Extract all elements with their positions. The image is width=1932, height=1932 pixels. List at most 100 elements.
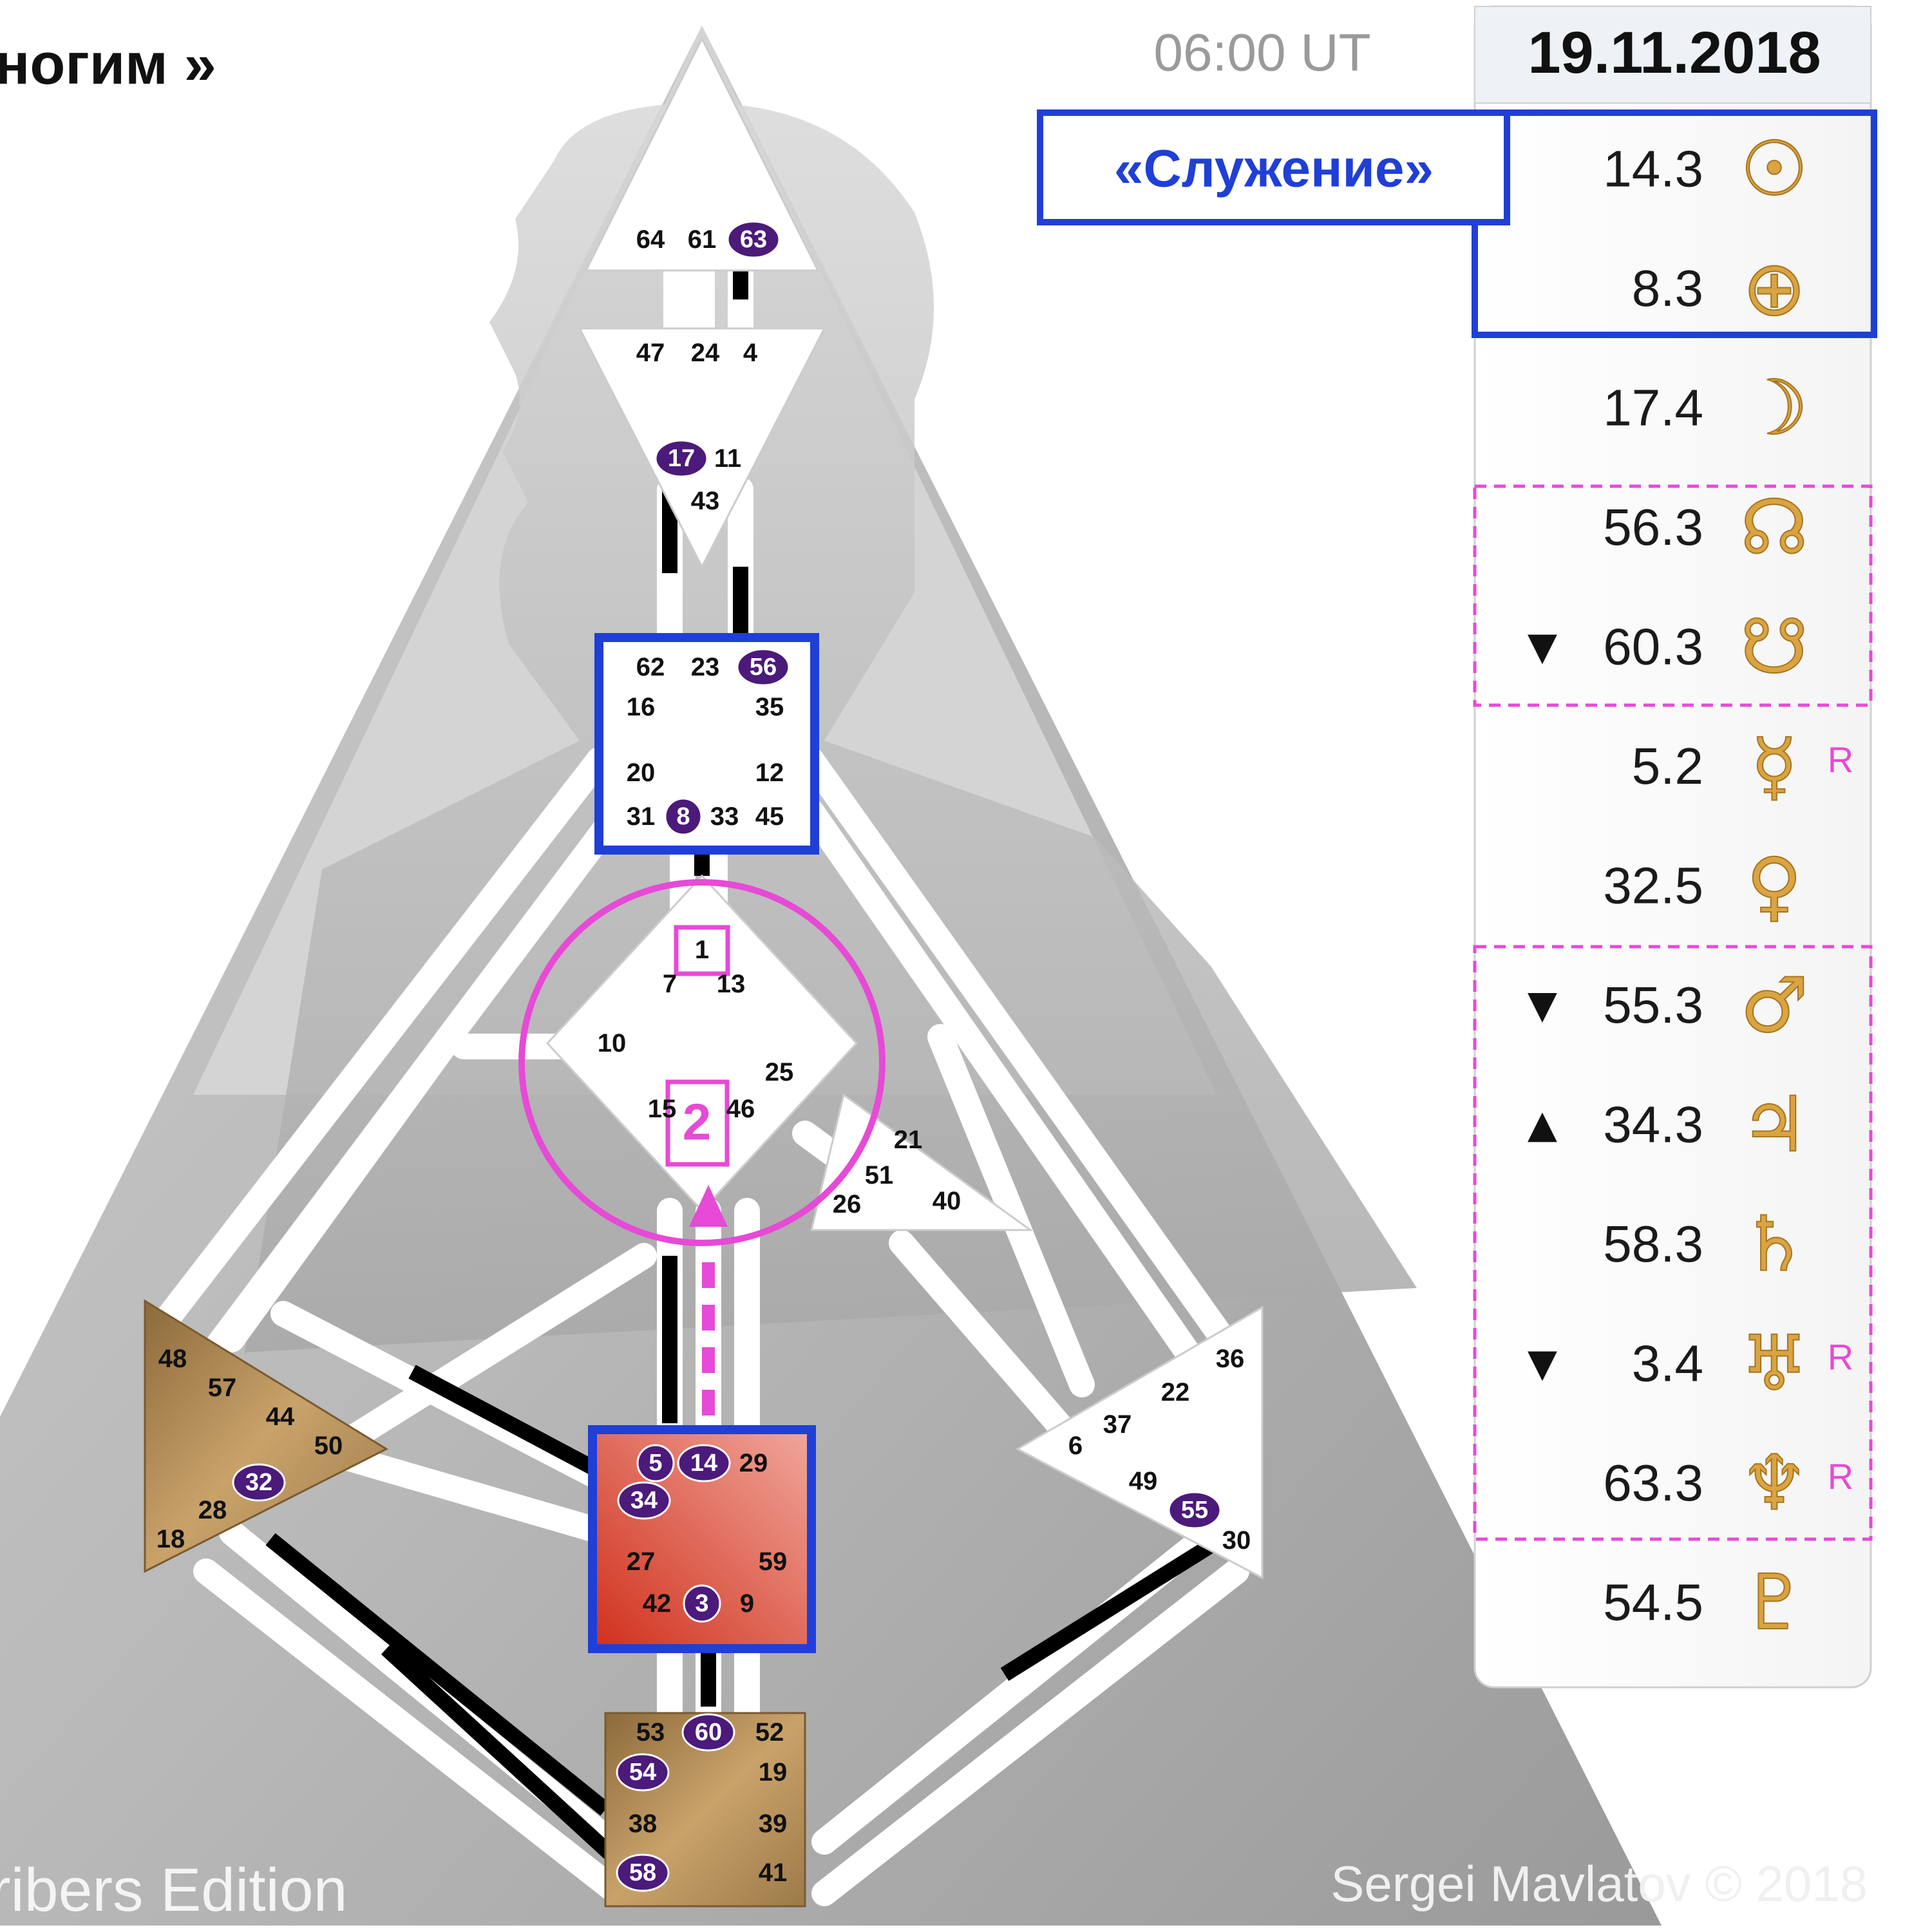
center-spleen[interactable] [144, 1299, 389, 1573]
gate-15[interactable]: 15 [648, 1095, 677, 1123]
gate-49[interactable]: 49 [1129, 1467, 1158, 1495]
retrograde-marker: R [1828, 1337, 1853, 1378]
gate-5[interactable]: 5 [636, 1444, 675, 1482]
saturn-icon: ♄ [1740, 1200, 1808, 1289]
gate-number: 31 [627, 802, 656, 831]
earth-icon: ⊕ [1743, 244, 1806, 333]
gate-number: 60 [695, 1719, 722, 1746]
gate-64[interactable]: 64 [636, 225, 665, 254]
gate-6[interactable]: 6 [1068, 1432, 1083, 1460]
gate-41[interactable]: 41 [759, 1859, 788, 1887]
planet-row-mars: ▼55.3♂ [1528, 960, 1809, 1050]
planet-row-earth: 8.3⊕ [1632, 243, 1807, 334]
gate-17[interactable]: 17 [654, 439, 708, 478]
gate-activation-marker [677, 1444, 731, 1482]
gate-4[interactable]: 4 [743, 339, 758, 367]
gate-13[interactable]: 13 [717, 970, 746, 998]
gate-24[interactable]: 24 [691, 339, 720, 367]
gate-number: 20 [627, 759, 656, 787]
gate-10[interactable]: 10 [598, 1029, 627, 1057]
gate-37[interactable]: 37 [1103, 1410, 1132, 1439]
gate-9[interactable]: 9 [740, 1589, 754, 1618]
gate-number: 15 [648, 1095, 677, 1123]
gate-18[interactable]: 18 [156, 1525, 185, 1553]
retrograde-marker: R [1828, 739, 1853, 780]
gate-48[interactable]: 48 [158, 1345, 187, 1373]
gate-56[interactable]: 56 [736, 648, 790, 687]
gate-63[interactable]: 63 [726, 220, 781, 259]
gate-number: 8 [676, 803, 690, 830]
gate-46[interactable]: 46 [726, 1095, 755, 1123]
gate-16[interactable]: 16 [627, 693, 656, 721]
gate-number: 29 [739, 1449, 768, 1477]
gate-number: 57 [208, 1374, 237, 1402]
gate-33[interactable]: 33 [710, 802, 739, 831]
gate-number: 50 [314, 1432, 343, 1460]
gate-38[interactable]: 38 [629, 1810, 658, 1838]
gate-44[interactable]: 44 [266, 1403, 295, 1431]
gate-2[interactable]: 2 [683, 1094, 712, 1151]
gate-59[interactable]: 59 [759, 1548, 788, 1576]
gate-21[interactable]: 21 [894, 1126, 923, 1154]
gate-11[interactable]: 11 [714, 444, 741, 473]
gate-27[interactable]: 27 [627, 1548, 656, 1576]
gate-62[interactable]: 62 [636, 653, 665, 681]
gate-number: 27 [627, 1548, 656, 1576]
gate-60[interactable]: 60 [681, 1713, 735, 1752]
gate-12[interactable]: 12 [755, 759, 784, 787]
gate-50[interactable]: 50 [314, 1432, 343, 1460]
gate-47[interactable]: 47 [636, 339, 665, 367]
gate-8[interactable]: 8 [664, 797, 703, 836]
gate-31[interactable]: 31 [627, 802, 656, 831]
gate-53[interactable]: 53 [636, 1718, 665, 1747]
gate-51[interactable]: 51 [865, 1161, 894, 1189]
gate-35[interactable]: 35 [755, 693, 784, 721]
gate-36[interactable]: 36 [1216, 1345, 1245, 1373]
venus-icon: ♀ [1747, 841, 1802, 930]
gate-52[interactable]: 52 [755, 1718, 784, 1747]
gate-7[interactable]: 7 [663, 970, 677, 998]
gate-29[interactable]: 29 [739, 1449, 768, 1477]
gate-number: 6 [1068, 1432, 1083, 1460]
gate-1[interactable]: 1 [695, 936, 709, 964]
gate-61[interactable]: 61 [688, 225, 717, 254]
gate-26[interactable]: 26 [833, 1190, 862, 1218]
gate-number: 46 [726, 1095, 755, 1123]
gate-57[interactable]: 57 [208, 1374, 237, 1402]
center-ego[interactable] [810, 1093, 1034, 1231]
gate-3[interactable]: 3 [683, 1584, 721, 1623]
gate-number: 12 [755, 759, 784, 787]
gate-43[interactable]: 43 [691, 487, 720, 515]
gate-23[interactable]: 23 [691, 653, 720, 681]
transit-highlights [518, 879, 886, 1246]
gate-42[interactable]: 42 [643, 1589, 672, 1618]
gate-39[interactable]: 39 [759, 1810, 788, 1838]
gate-34[interactable]: 34 [617, 1481, 671, 1520]
north-node-icon: ☊ [1741, 483, 1808, 572]
gate-19[interactable]: 19 [759, 1758, 788, 1786]
planet-row-mercury: 5.2☿R [1632, 721, 1853, 811]
gate-54[interactable]: 54 [616, 1753, 670, 1792]
gate-28[interactable]: 28 [198, 1496, 227, 1524]
gate-number: 56 [750, 654, 777, 681]
gate-number: 10 [598, 1029, 627, 1057]
gate-14[interactable]: 14 [677, 1444, 731, 1482]
gate-40[interactable]: 40 [933, 1187, 961, 1215]
planet-gate-value: 58.3 [1603, 1215, 1703, 1273]
gate-22[interactable]: 22 [1161, 1378, 1190, 1406]
planet-row-south-node: ▼60.3☋ [1528, 601, 1808, 692]
gate-activation-marker [654, 439, 708, 478]
gate-activation-marker [617, 1481, 671, 1520]
gate-number: 2 [683, 1094, 712, 1151]
center-head[interactable] [584, 36, 820, 272]
gate-25[interactable]: 25 [765, 1058, 794, 1086]
gate-30[interactable]: 30 [1222, 1526, 1251, 1555]
gate-number: 32 [245, 1469, 272, 1496]
gate-58[interactable]: 58 [616, 1853, 670, 1892]
planet-gate-value: 17.4 [1603, 379, 1703, 437]
gate-45[interactable]: 45 [755, 802, 784, 831]
gate-number: 24 [691, 339, 720, 367]
gate-55[interactable]: 55 [1168, 1491, 1222, 1530]
gate-32[interactable]: 32 [232, 1463, 286, 1502]
gate-20[interactable]: 20 [627, 759, 656, 787]
